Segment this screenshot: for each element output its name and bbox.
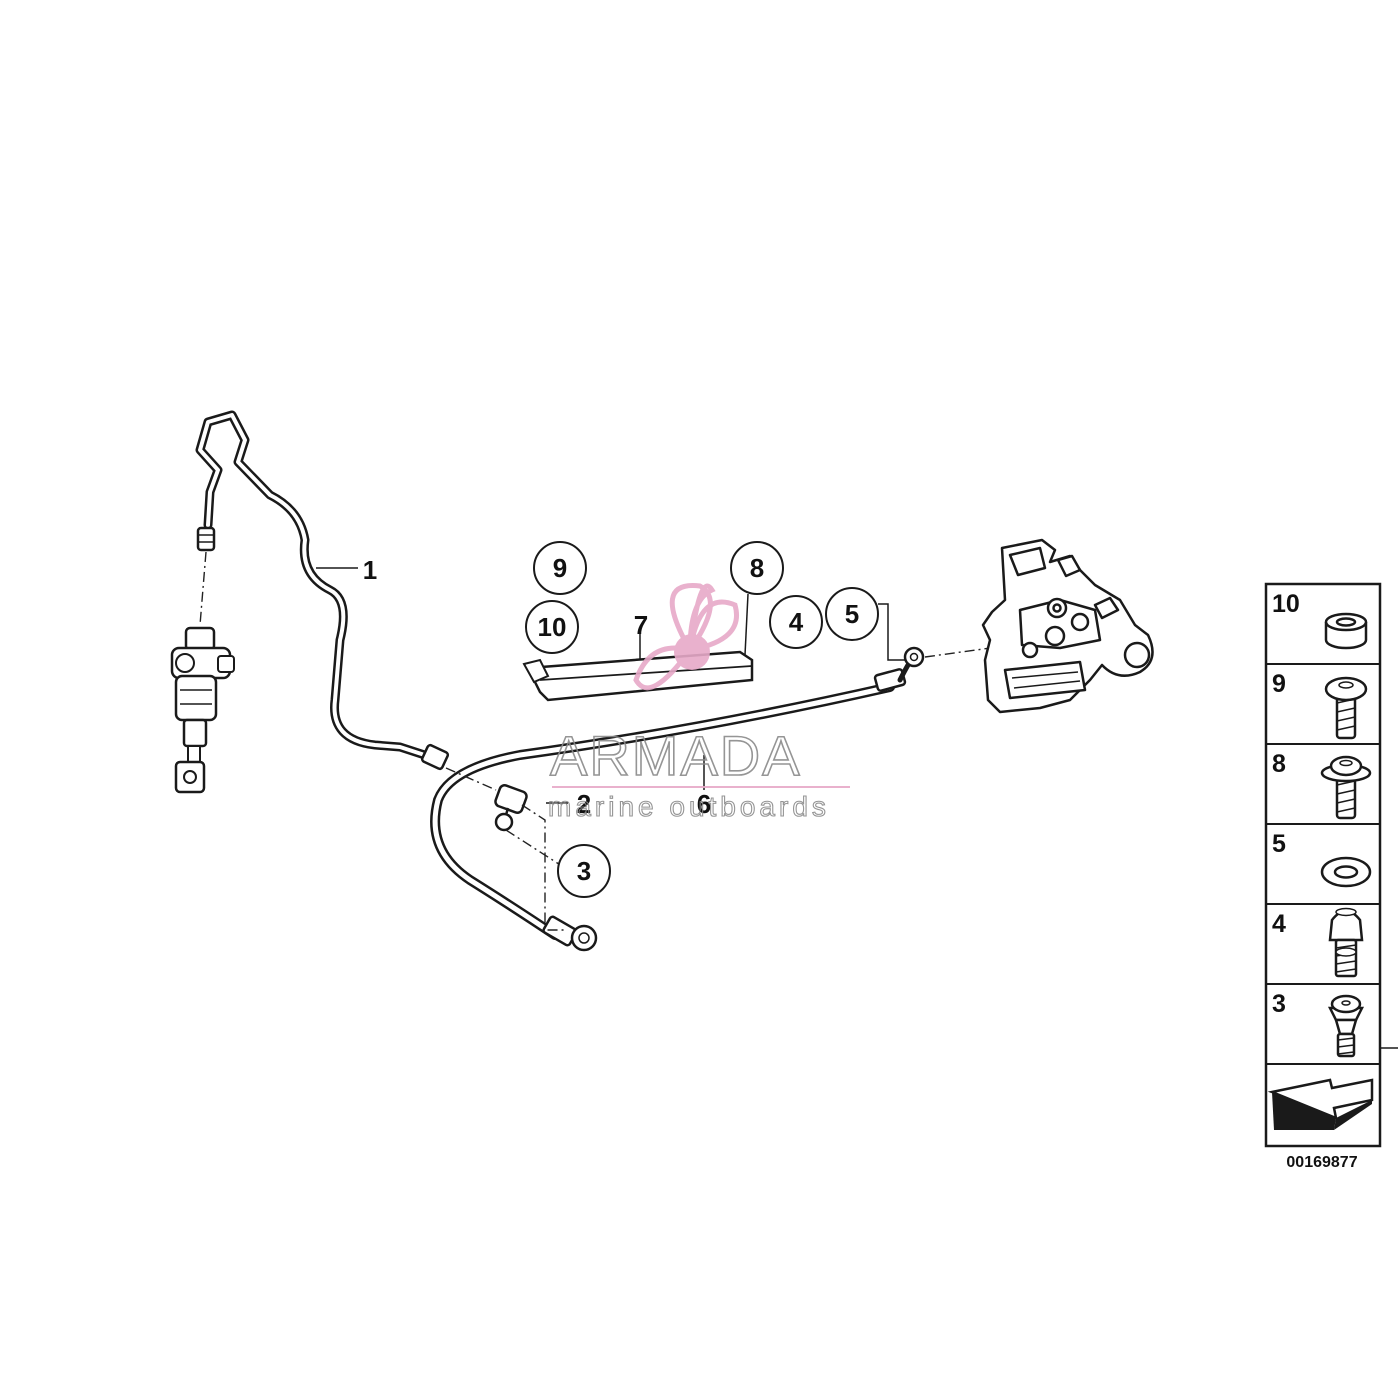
watermark-tagline: marine outboards: [548, 791, 830, 822]
sealing-ring-icon: [1320, 856, 1372, 888]
propeller-hub: [674, 634, 710, 670]
assembly-line: [199, 551, 207, 626]
propeller-logo: [633, 583, 739, 691]
washer-screw-icon: [1320, 755, 1372, 820]
master-cylinder: [170, 626, 235, 794]
callout-4: 4: [769, 595, 823, 649]
svg-text:5: 5: [845, 599, 859, 629]
screw-icon: [1324, 676, 1368, 740]
connector-2: [494, 784, 528, 832]
callout-1: 1: [363, 555, 377, 585]
direction-arrow-icon: [1267, 1078, 1374, 1130]
callout-10: 10: [525, 600, 579, 654]
parts-key-panel: 10 9 8 5: [1264, 582, 1398, 1171]
key-number-3: 3: [1272, 990, 1286, 1018]
bleed-valve-icon: [1327, 994, 1365, 1058]
watermark-brand: ARMADA: [550, 724, 802, 787]
callout-8: 8: [730, 541, 784, 595]
key-number-9: 9: [1272, 670, 1286, 698]
callout-7: 7: [634, 610, 648, 640]
callout-3: 3: [557, 844, 611, 898]
svg-text:10: 10: [538, 612, 567, 642]
banjo-bolt-icon: [1328, 907, 1364, 978]
diagram-reference-number: 00169877: [1286, 1154, 1357, 1171]
watermark: ARMADA marine outboards: [547, 583, 850, 823]
key-number-8: 8: [1272, 750, 1286, 778]
key-number-4: 4: [1272, 910, 1286, 938]
callout-6: 6: [697, 789, 711, 819]
svg-text:4: 4: [789, 607, 804, 637]
brake-caliper: [981, 538, 1154, 714]
callout-5: 5: [825, 587, 879, 641]
callout-2: 2: [577, 789, 591, 819]
brake-pipe-1: [195, 410, 450, 771]
callout-9: 9: [533, 541, 587, 595]
brake-hose-6: [430, 646, 925, 952]
key-number-10: 10: [1272, 590, 1300, 618]
key-number-5: 5: [1272, 830, 1286, 858]
svg-text:8: 8: [750, 553, 764, 583]
spacer-sleeve-icon: [1324, 612, 1368, 650]
svg-text:9: 9: [553, 553, 567, 583]
svg-text:3: 3: [577, 856, 591, 886]
